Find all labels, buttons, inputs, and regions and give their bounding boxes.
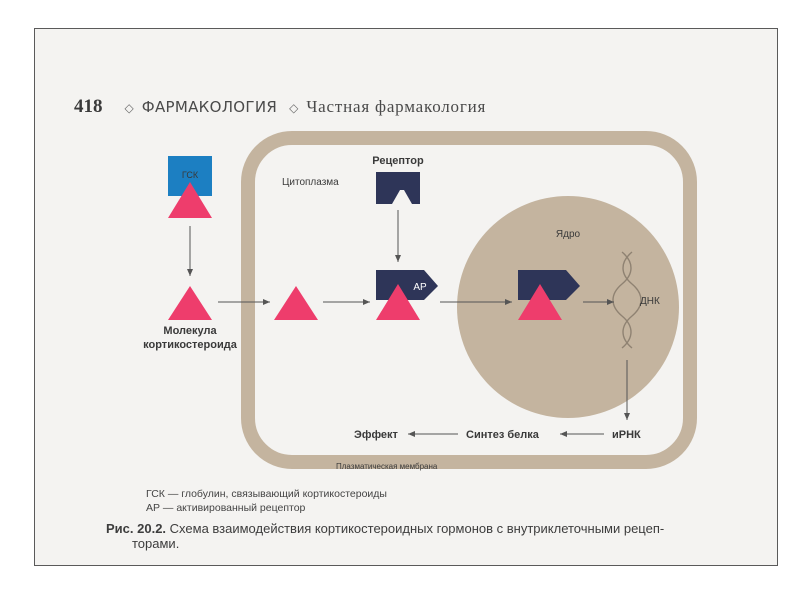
hormone-triangle bbox=[168, 182, 212, 218]
membrane-label: Плазматическая мембрана bbox=[336, 462, 438, 471]
mrna-label: иРНК bbox=[612, 429, 641, 441]
diamond-icon: ◇ bbox=[289, 101, 299, 115]
hormone-triangle bbox=[274, 286, 318, 320]
hormone-triangle bbox=[376, 284, 420, 320]
gsk-label: ГСК bbox=[182, 170, 199, 180]
hormone-triangle bbox=[168, 286, 212, 320]
caption-text: Схема взаимодействия кортикостероидных г… bbox=[169, 521, 665, 536]
receptor-label: Рецептор bbox=[372, 155, 424, 167]
page-header: 418 ◇ ФАРМАКОЛОГИЯ ◇ Частная фармакологи… bbox=[74, 96, 486, 120]
receptor-shape bbox=[376, 172, 420, 204]
ar-label: АР bbox=[413, 282, 427, 293]
molecule-label: кортикостероида bbox=[143, 339, 238, 351]
dna-label: ДНК bbox=[640, 296, 660, 307]
figure-caption: Рис. 20.2. Схема взаимодействия кортикос… bbox=[106, 521, 756, 551]
page-number: 418 bbox=[74, 96, 103, 117]
activated-receptor bbox=[518, 270, 580, 300]
activated-receptor bbox=[376, 270, 438, 300]
cytoplasm-label: Цитоплазма bbox=[282, 177, 339, 188]
caption-text-cont: торами. bbox=[132, 536, 180, 551]
molecule-label: Молекула bbox=[163, 325, 217, 337]
nucleus-label: Ядро bbox=[556, 229, 581, 240]
legend-ar: АР — активированный рецептор bbox=[146, 502, 306, 514]
hormone-triangle bbox=[518, 284, 562, 320]
diamond-icon: ◇ bbox=[124, 101, 134, 115]
legend-gsk: ГСК — глобулин, связывающий кортикостеро… bbox=[146, 488, 387, 500]
figure-number: Рис. 20.2. bbox=[106, 521, 167, 536]
protein-synthesis-label: Синтез белка bbox=[466, 429, 540, 441]
subsection-title: Частная фармакология bbox=[306, 97, 487, 116]
nucleus bbox=[457, 196, 679, 418]
effect-label: Эффект bbox=[354, 429, 399, 441]
section-title: ФАРМАКОЛОГИЯ bbox=[141, 98, 278, 116]
